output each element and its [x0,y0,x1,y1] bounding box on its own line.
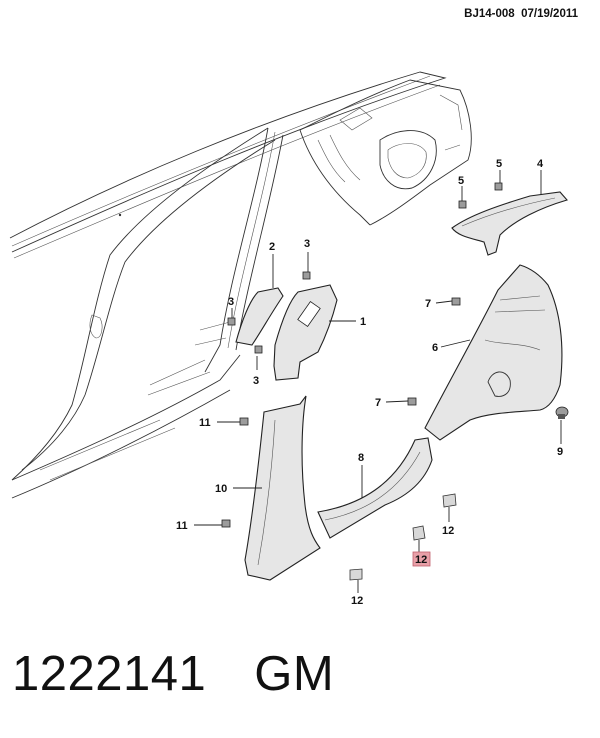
callout-2: 2 [269,241,275,253]
part-4-trim [451,191,568,256]
callout-12a: 12 [442,525,454,537]
diagram-date: 07/19/2011 [521,8,578,20]
fastener-3a [302,271,311,280]
callout-3c: 3 [253,375,259,387]
callout-12b-highlight [412,551,431,567]
callout-7a: 7 [425,298,431,310]
fastener-5a [494,182,503,191]
callout-8: 8 [358,452,364,464]
fastener-9 [555,406,569,419]
part-10-pillar-lower [244,395,321,581]
callout-11a: 11 [199,417,211,429]
part-6-cutout [487,371,511,397]
diagram-header: BJ14-008 07/19/2011 [464,8,578,20]
fastener-5b [458,200,467,209]
footer-part-number: 1222141 [12,647,207,701]
part-8-sill-plate [317,437,433,539]
callout-7b: 7 [375,397,381,409]
callout-3a: 3 [304,238,310,250]
part-6-quarter-trim [424,264,563,441]
callout-labels: 1 2 3 3 3 4 5 5 6 7 7 8 9 10 11 11 12 12… [176,158,563,607]
fastener-7a [451,297,461,306]
callout-10: 10 [215,483,227,495]
part-1-window [297,300,321,328]
callout-1: 1 [360,316,366,328]
clip-12b [412,525,426,541]
fastener-7b [407,397,417,406]
footer-part-info: 1222141 GM [12,646,334,702]
leader-lines [194,170,562,593]
footer-brand: GM [254,647,335,701]
callout-4: 4 [537,158,544,170]
callout-5a: 5 [496,158,502,170]
callout-3b: 3 [228,296,234,308]
part-2-trim [235,287,284,346]
callout-12c: 12 [351,595,363,607]
callout-9: 9 [557,446,563,458]
fastener-3b [227,317,236,326]
callout-5b: 5 [458,175,464,187]
callout-6: 6 [432,342,438,354]
fastener-11b [221,519,231,528]
diagram-code: BJ14-008 [464,8,515,20]
clip-12a [442,493,457,508]
vehicle-body-outline [9,71,472,499]
callout-11b: 11 [176,520,188,532]
clip-12c [349,568,363,581]
callout-12b: 12 [415,554,427,566]
fastener-11a [239,417,249,426]
fastener-3c [254,345,263,354]
part-1-pillar-trim [273,284,338,381]
